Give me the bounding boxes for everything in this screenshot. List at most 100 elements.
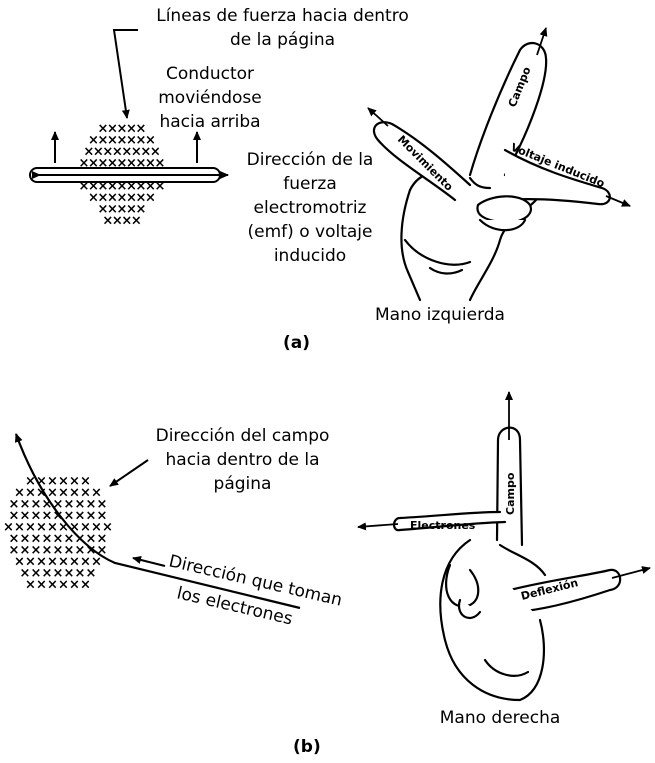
- field-x-mark: ×: [86, 566, 97, 581]
- field-x-mark: ×: [97, 531, 108, 546]
- conductor-up-arrows: [51, 131, 201, 163]
- field-x-mark: ×: [91, 485, 102, 500]
- field-lines-label: Líneas de fuerza hacia dentro de la pági…: [156, 6, 409, 50]
- field-x-mark: ×: [20, 508, 31, 523]
- field-x-mark: ×: [107, 179, 118, 194]
- field-x-mark: ×: [126, 179, 137, 194]
- field-x-mark: ×: [25, 554, 36, 569]
- field-x-mark: ×: [20, 543, 31, 558]
- field-x-mark: ×: [58, 485, 69, 500]
- field-x-mark: ×: [53, 531, 64, 546]
- field-x-mark: ×: [97, 497, 108, 512]
- field-x-mark: ×: [102, 145, 113, 160]
- left-hand-arrows: [367, 27, 631, 207]
- field-x-mark: ×: [25, 520, 36, 535]
- field-x-mark: ×: [69, 485, 80, 500]
- field-x-mark: ×: [47, 485, 58, 500]
- field-x-mark: ×: [64, 543, 75, 558]
- field-x-mark: ×: [53, 508, 64, 523]
- field-x-mark: ×: [136, 202, 147, 217]
- field-x-mark: ×: [145, 156, 156, 171]
- field-x-mark: ×: [86, 497, 97, 512]
- field-x-mark: ×: [47, 554, 58, 569]
- field-x-mark: ×: [107, 191, 118, 206]
- field-x-mark: ×: [140, 145, 151, 160]
- field-x-mark: ×: [42, 543, 53, 558]
- field-x-mark: ×: [42, 531, 53, 546]
- field-x-pattern-b: ××××××××××××××××××××××××××××××××××××××××…: [3, 474, 113, 593]
- field-x-mark: ×: [79, 156, 90, 171]
- field-x-mark: ×: [145, 191, 156, 206]
- field-x-mark: ×: [88, 156, 99, 171]
- field-x-mark: ×: [64, 497, 75, 512]
- field-x-mark: ×: [64, 566, 75, 581]
- field-x-mark: ×: [98, 179, 109, 194]
- field-direction-leader: [109, 459, 149, 487]
- field-x-mark: ×: [98, 156, 109, 171]
- field-x-mark: ×: [155, 179, 166, 194]
- field-x-mark: ×: [42, 508, 53, 523]
- field-x-mark: ×: [58, 577, 69, 592]
- right-hand-drawing: [392, 426, 622, 702]
- field-x-mark: ×: [126, 191, 137, 206]
- field-x-mark: ×: [36, 577, 47, 592]
- field-x-mark: ×: [25, 577, 36, 592]
- field-x-mark: ×: [86, 508, 97, 523]
- field-x-mark: ×: [9, 508, 20, 523]
- field-x-mark: ×: [69, 554, 80, 569]
- field-x-mark: ×: [42, 566, 53, 581]
- field-x-mark: ×: [117, 179, 128, 194]
- field-x-mark: ×: [88, 179, 99, 194]
- field-x-mark: ×: [79, 179, 90, 194]
- field-x-mark: ×: [86, 543, 97, 558]
- field-x-mark: ×: [88, 191, 99, 206]
- field-x-mark: ×: [107, 202, 118, 217]
- field-x-mark: ×: [69, 520, 80, 535]
- finger-field-label-b: Campo: [504, 472, 517, 515]
- field-x-mark: ×: [25, 474, 36, 489]
- field-x-mark: ×: [64, 531, 75, 546]
- field-x-mark: ×: [88, 133, 99, 148]
- field-x-mark: ×: [14, 520, 25, 535]
- field-x-mark: ×: [75, 497, 86, 512]
- field-x-mark: ×: [58, 520, 69, 535]
- field-x-mark: ×: [14, 554, 25, 569]
- field-x-mark: ×: [83, 145, 94, 160]
- field-x-mark: ×: [126, 122, 137, 137]
- field-x-mark: ×: [53, 543, 64, 558]
- field-x-mark: ×: [14, 485, 25, 500]
- field-x-mark: ×: [75, 543, 86, 558]
- emf-label: Dirección de la fuerza electromotriz (em…: [246, 150, 374, 266]
- field-x-mark: ×: [69, 577, 80, 592]
- field-x-mark: ×: [136, 179, 147, 194]
- field-x-mark: ×: [80, 577, 91, 592]
- field-x-mark: ×: [53, 497, 64, 512]
- field-x-mark: ×: [98, 133, 109, 148]
- field-x-mark: ×: [3, 520, 14, 535]
- field-x-mark: ×: [91, 520, 102, 535]
- field-x-mark: ×: [136, 156, 147, 171]
- conductor-rod: [29, 167, 229, 183]
- field-x-mark: ×: [117, 202, 128, 217]
- field-x-mark: ×: [93, 145, 104, 160]
- field-x-mark: ×: [31, 543, 42, 558]
- field-x-mark: ×: [31, 531, 42, 546]
- field-x-mark: ×: [80, 520, 91, 535]
- field-x-mark: ×: [102, 520, 113, 535]
- field-x-mark: ×: [69, 474, 80, 489]
- field-x-mark: ×: [112, 145, 123, 160]
- field-x-mark: ×: [9, 531, 20, 546]
- field-x-mark: ×: [58, 474, 69, 489]
- left-hand-caption: Mano izquierda: [375, 305, 505, 325]
- field-x-mark: ×: [53, 566, 64, 581]
- field-x-mark: ×: [126, 202, 137, 217]
- field-x-mark: ×: [9, 543, 20, 558]
- field-x-mark: ×: [97, 508, 108, 523]
- field-x-mark: ×: [80, 474, 91, 489]
- field-x-mark: ×: [31, 566, 42, 581]
- field-lines-leader: [112, 29, 138, 119]
- field-direction-label: Dirección del campo hacia dentro de la p…: [155, 426, 330, 494]
- panel-b-tag: (b): [293, 737, 321, 757]
- panel-a-tag: (a): [283, 333, 311, 353]
- field-x-mark: ×: [36, 485, 47, 500]
